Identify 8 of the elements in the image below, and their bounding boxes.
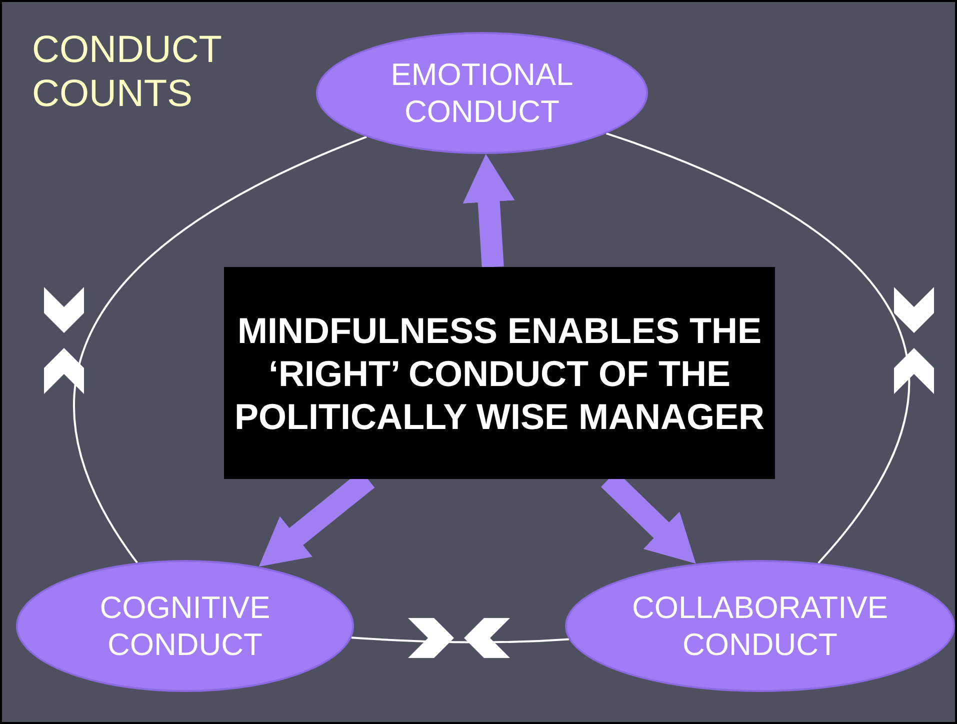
node-label: MINDFULNESS ENABLES THE ‘RIGHT’ CONDUCT OF THE POLITICALLY WISE MANAGER xyxy=(233,308,766,438)
node-label: COGNITIVE CONDUCT xyxy=(98,589,272,663)
connector-line xyxy=(606,132,910,564)
node-label: EMOTIONAL CONDUCT xyxy=(390,56,574,130)
slide-title: CONDUCT COUNTS xyxy=(32,28,222,116)
arrow xyxy=(462,154,515,268)
statement-box xyxy=(224,267,775,479)
node-label: COLLABORATIVE CONDUCT xyxy=(630,589,890,663)
